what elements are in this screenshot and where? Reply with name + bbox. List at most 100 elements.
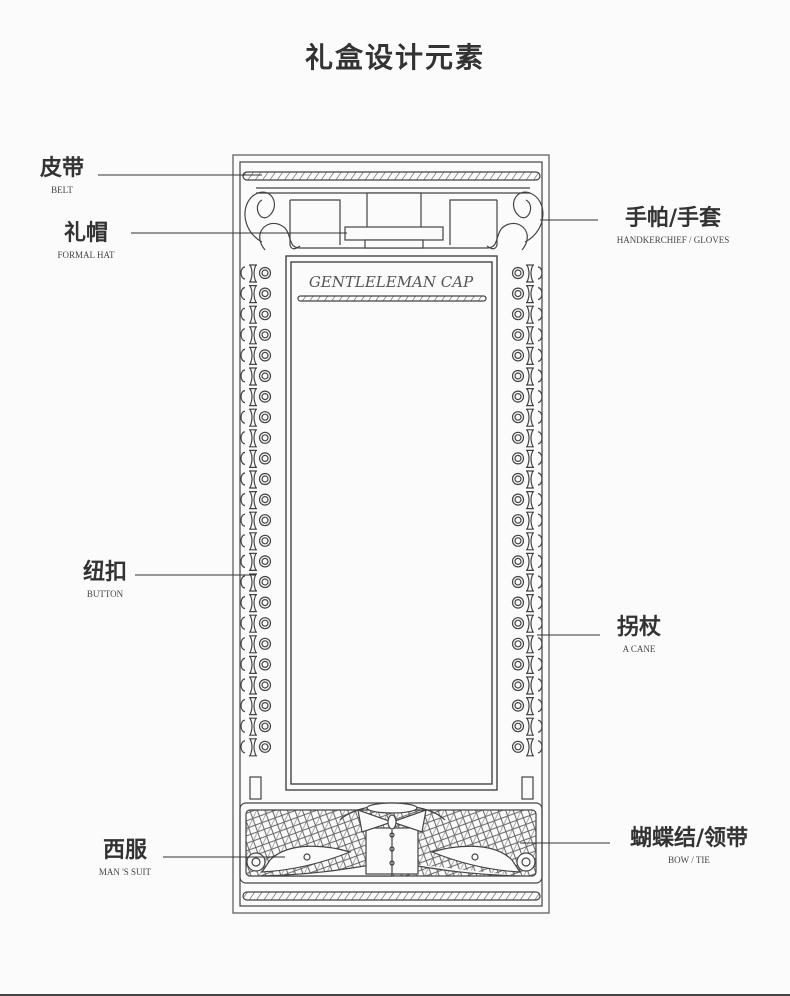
edge-button [537, 657, 543, 671]
button-icon [258, 328, 272, 341]
label-bow: 蝴蝶结/领带 BOW / TIE [629, 825, 749, 865]
edge-button [240, 348, 246, 362]
edge-button [537, 699, 543, 713]
center-panel-inner [290, 261, 493, 785]
button-icon [511, 308, 525, 321]
edge-button [240, 328, 246, 342]
edge-button [537, 390, 543, 404]
button-icon-inner [261, 578, 269, 586]
button-icon [511, 369, 525, 383]
cane-segment [526, 346, 534, 365]
edge-button [240, 513, 246, 527]
label-hat: 礼帽 FORMAL HAT [57, 220, 115, 260]
edge-button [537, 493, 543, 507]
edge-button [537, 328, 543, 342]
button-icon-inner [514, 310, 522, 318]
edge-button [537, 513, 543, 527]
button-icon [258, 431, 272, 444]
button-icon [258, 637, 272, 650]
cane-segment [526, 635, 534, 654]
cane-segment [526, 305, 534, 324]
cane-segment [526, 408, 534, 427]
button-icon [511, 617, 525, 630]
edge-button [240, 431, 246, 445]
edge-button [240, 678, 246, 692]
cane-segment [249, 573, 257, 592]
page-title: 礼盒设计元素 [304, 41, 485, 74]
button-icon-inner [514, 578, 522, 586]
button-icon-inner [514, 434, 522, 442]
cane-end-right [521, 776, 534, 800]
button-icon-inner [261, 701, 269, 710]
button-icon [511, 534, 525, 547]
button-icon [511, 699, 525, 712]
button-icon [511, 431, 525, 444]
cane-segment [249, 511, 257, 530]
button-icon [258, 658, 272, 671]
edge-button [537, 678, 543, 692]
edge-button [240, 616, 246, 630]
button-icon-inner [261, 496, 269, 504]
button-icon [511, 349, 525, 362]
edge-button [537, 534, 543, 548]
edge-button [537, 637, 543, 651]
button-icon-inner [514, 475, 522, 483]
edge-button [537, 431, 543, 445]
button-icon-inner [514, 537, 522, 545]
cane-segment [249, 614, 257, 633]
button-icon-inner [261, 743, 269, 751]
cane-segment [526, 491, 534, 510]
button-icon-inner [261, 598, 269, 607]
edge-button [537, 719, 543, 733]
cane-segment [249, 532, 257, 551]
button-icon-inner [514, 660, 522, 669]
cane-segment [526, 594, 534, 613]
button-icon-inner [261, 434, 269, 442]
button-icon [258, 472, 272, 486]
edge-button [240, 596, 246, 610]
button-icon-inner [514, 722, 522, 730]
button-icon-inner [514, 393, 522, 401]
button-icon [511, 514, 525, 527]
button-icon-inner [261, 331, 269, 339]
button-icon-inner [514, 290, 522, 298]
button-icon-inner [261, 269, 269, 277]
button-icon [511, 596, 525, 609]
cane-segment [526, 388, 534, 407]
box-outer-frame [232, 154, 550, 914]
cane-segment [526, 285, 534, 304]
edge-button [240, 266, 246, 280]
edge-button [537, 616, 543, 630]
center-panel-outer [285, 255, 498, 791]
cane-segment [249, 697, 257, 716]
cane-segment [249, 429, 257, 448]
cane-segment [249, 449, 257, 468]
cane-segment [526, 717, 534, 736]
button-icon-inner [514, 619, 522, 627]
cane-segment [526, 470, 534, 489]
cane-segment [249, 491, 257, 510]
button-icon [511, 493, 525, 506]
button-icon [511, 637, 525, 650]
label-belt: 皮带 BELT [39, 155, 84, 195]
button-icon-inner [261, 351, 269, 359]
button-icon [258, 555, 272, 568]
edge-button [240, 369, 246, 383]
button-icon [258, 411, 272, 424]
button-icon-inner [514, 743, 522, 751]
button-icon [511, 390, 525, 403]
button-icon-inner [261, 393, 269, 401]
edge-button [537, 575, 543, 589]
edge-button [240, 657, 246, 671]
button-icon [511, 411, 525, 424]
button-icon-inner [261, 619, 269, 627]
button-icon-inner [261, 640, 269, 648]
button-icon-inner [261, 557, 269, 566]
cane-segment [249, 367, 257, 386]
button-icon-inner [261, 310, 269, 318]
button-icon-inner [514, 372, 522, 380]
cane-segment [526, 676, 534, 695]
edge-button [240, 287, 246, 301]
button-icon [258, 369, 272, 383]
button-icon-inner [261, 413, 269, 421]
